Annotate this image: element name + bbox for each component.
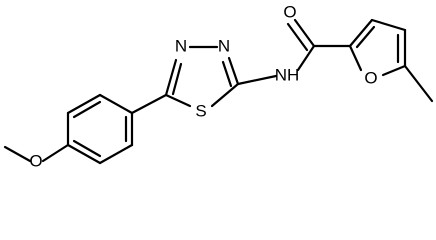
- atom-labels: O NH N N S O O: [29, 3, 377, 171]
- bond-furan-c2-c3: [348, 18, 374, 48]
- bond-ph-3: [98, 93, 134, 115]
- bond-ph-double-a: [72, 100, 102, 119]
- bond-c-o-2: [286, 22, 309, 52]
- bond-ph-6: [66, 143, 102, 165]
- bond-ph-2: [66, 93, 102, 115]
- bond-furan-o-c2: [348, 44, 363, 72]
- bond-c-o-1: [293, 18, 316, 48]
- atom-nh: NH: [275, 66, 300, 85]
- bond-furan-c5-o: [381, 64, 407, 77]
- atom-o-methoxy: O: [29, 152, 42, 171]
- bond-ph-5: [98, 143, 134, 165]
- bond-o-phenyl: [41, 143, 70, 163]
- bond-n3-c2-double: [221, 60, 233, 88]
- bond-phenyl-thiadiazole: [130, 93, 168, 115]
- bond-furan-c2-c3-double: [355, 25, 376, 49]
- bond-methyl-o: [3, 145, 32, 163]
- atom-s-ring: S: [195, 102, 206, 121]
- bond-c5-n4: [164, 58, 178, 97]
- bond-c2-nh: [236, 74, 278, 86]
- bond-s1-c5: [164, 93, 192, 108]
- bond-furan-c3-c4: [370, 18, 407, 32]
- atom-o-carbonyl: O: [283, 3, 296, 22]
- bonds: [3, 18, 434, 165]
- atom-o-furan: O: [364, 69, 377, 88]
- bond-n3-c2: [227, 56, 240, 86]
- bond-nh-carbonyl: [296, 44, 316, 72]
- molecule-structure: O NH N N S O O: [3, 3, 434, 171]
- bond-c5-n4-double: [171, 62, 183, 96]
- bond-furan-methyl: [403, 64, 434, 103]
- atom-n-ring-1: N: [175, 37, 187, 56]
- atom-n-ring-2: N: [218, 37, 230, 56]
- bond-c2-s1: [210, 82, 240, 108]
- bond-ph-double-c: [72, 139, 102, 158]
